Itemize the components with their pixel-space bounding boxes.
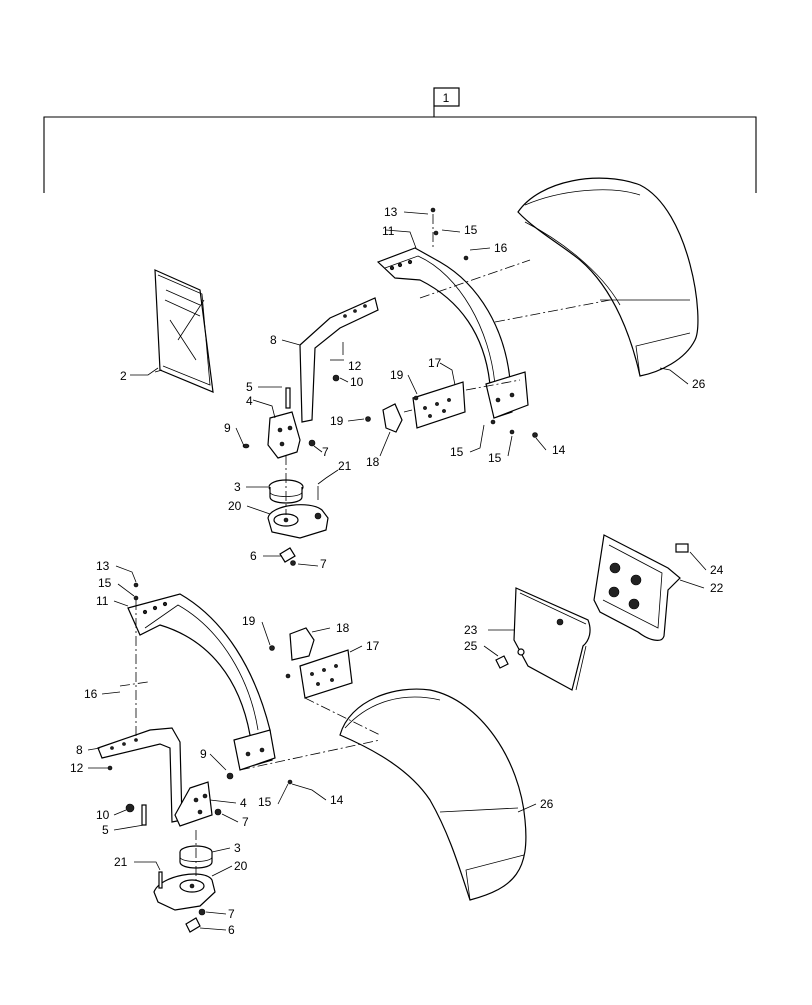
centerlines-top [285,214,611,515]
callout-12: 12 [70,761,84,775]
callout-2: 2 [120,369,127,383]
fender-support-arch-bottom [127,582,276,771]
isolator-base-top [267,486,329,566]
callout-5: 5 [102,823,109,837]
callout-3: 3 [234,841,241,855]
callout-19: 19 [330,414,344,428]
step-bracket [593,534,689,641]
callout-16: 16 [494,241,508,255]
centerlines-bottom [119,600,381,880]
callout-6: 6 [228,923,235,937]
callout-24: 24 [710,563,724,577]
callout-18: 18 [366,455,380,469]
callout-8: 8 [76,743,83,757]
callout-13: 13 [384,205,398,219]
support-arm-top [299,297,379,423]
callout-14: 14 [330,793,344,807]
callout-7: 7 [320,557,327,571]
fender-support-arch-top [376,247,529,419]
callout-21: 21 [338,459,352,473]
callout-20: 20 [228,499,242,513]
callout-15: 15 [450,445,464,459]
callout-18: 18 [336,621,350,635]
mounting-plate-bottom [269,627,353,699]
callout-6: 6 [250,549,257,563]
callout-23: 23 [464,623,478,637]
callout-15: 15 [98,576,112,590]
callout-19: 19 [242,614,256,628]
fender-top [517,177,699,377]
assembly-label: 1 [443,91,450,105]
callout-10: 10 [350,375,364,389]
callout-11: 11 [382,224,395,238]
callout-11: 11 [96,594,109,608]
mount-bracket-top [242,342,344,459]
callout-13: 13 [96,559,110,573]
callout-10: 10 [96,808,110,822]
callout-9: 9 [200,747,207,761]
callout-3: 3 [234,480,241,494]
callout-22: 22 [710,581,724,595]
step-cover [495,587,591,691]
callout-26: 26 [540,797,554,811]
mount-bracket-bottom [125,772,293,827]
callout-8: 8 [270,333,277,347]
operator-manual-part [154,269,214,393]
callout-21: 21 [114,855,128,869]
callout-14: 14 [552,443,566,457]
callout-7: 7 [242,815,249,829]
callout-15: 15 [488,451,502,465]
fender-bottom [339,688,527,901]
leader-lines [87,211,707,931]
assembly-bracket: 1 [43,87,757,193]
mounting-plate-top [365,381,466,433]
callout-labels: 13 15 16 11 2 8 12 5 10 4 9 7 21 3 20 6 … [70,205,724,937]
fasteners-top-right [430,207,538,438]
callout-17: 17 [366,639,380,653]
callout-15: 15 [464,223,478,237]
callout-16: 16 [84,687,98,701]
callout-9: 9 [224,421,231,435]
callout-25: 25 [464,639,478,653]
callout-15: 15 [258,795,272,809]
callout-17: 17 [428,356,442,370]
isolator-base-bottom [153,871,216,933]
callout-20: 20 [234,859,248,873]
callout-26: 26 [692,377,706,391]
callout-4: 4 [246,394,253,408]
callout-4: 4 [240,796,247,810]
callout-7: 7 [322,445,329,459]
callout-7: 7 [228,907,235,921]
callout-5: 5 [246,380,253,394]
support-arm-bottom [97,727,183,823]
callout-19: 19 [390,368,404,382]
callout-12: 12 [348,359,362,373]
